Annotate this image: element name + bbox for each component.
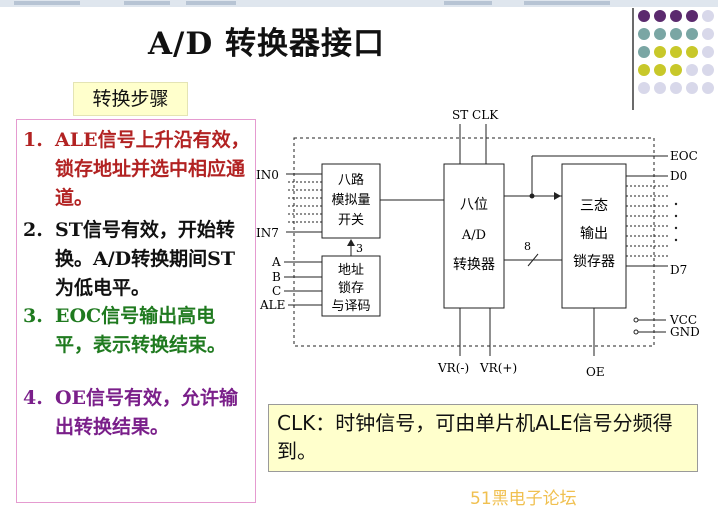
tristate-label-line: 三态 — [580, 198, 608, 214]
decor-dot — [670, 10, 682, 22]
decor-dot — [686, 28, 698, 40]
top-strip-segment — [124, 1, 170, 5]
decor-dot — [686, 82, 698, 94]
slide-title: A/D 转换器接口 — [148, 26, 386, 62]
decor-dot — [702, 82, 714, 94]
decor-dot — [686, 64, 698, 76]
select-bus-count: 3 — [356, 242, 363, 255]
vcc-terminal — [633, 317, 639, 323]
chip-boundary — [293, 137, 655, 347]
d7-label: D7 — [670, 263, 687, 277]
select-bus-arrowhead — [347, 239, 355, 246]
st-clk-label: ST CLK — [452, 108, 499, 122]
decor-dot — [686, 10, 698, 22]
steps-label: 转换步骤 — [73, 82, 188, 116]
step-text: EOC信号输出高电平，表示转换结束。 — [55, 305, 227, 356]
in7-label: IN7 — [256, 226, 279, 240]
latch-label-line: 与译码 — [331, 299, 370, 314]
eoc-arrowhead — [554, 192, 561, 200]
decor-dot — [638, 10, 650, 22]
decor-dot-grid — [638, 10, 714, 94]
vcc-label: VCC — [669, 313, 697, 327]
latch-label-line: 锁存 — [338, 280, 364, 296]
decor-dot — [670, 46, 682, 58]
data-output-lines — [626, 175, 668, 267]
address-latch-block — [321, 255, 381, 317]
decor-dot — [638, 64, 650, 76]
tristate-label-line: 锁存器 — [573, 254, 615, 270]
adc-label-line: 转换器 — [453, 256, 495, 273]
decor-dot — [638, 46, 650, 58]
step-text: OE信号有效，允许输出转换结果。 — [55, 387, 239, 438]
step-number: 3. — [23, 305, 43, 327]
gnd-terminal — [633, 329, 639, 335]
address-input-lines — [284, 261, 322, 306]
clk-note-box: CLK：时钟信号，可由单片机ALE信号分频得到。 — [268, 404, 698, 472]
decor-dot — [654, 28, 666, 40]
step-number: 2. — [23, 219, 43, 241]
step-number: 1. — [23, 129, 43, 151]
gnd-label: GND — [670, 325, 700, 339]
decor-dot — [702, 10, 714, 22]
addr-label-ale: ALE — [259, 298, 285, 312]
decor-dot — [702, 46, 714, 58]
in0-label: IN0 — [256, 168, 279, 182]
top-strip-segment — [186, 1, 236, 5]
analog-input-lines — [286, 173, 322, 233]
step-2: 2. ST信号有效，开始转换。A/D转换期间ST为低电平。 — [23, 216, 253, 303]
data-output-ellipsis — [674, 202, 678, 242]
decor-vertical-rule — [632, 8, 634, 110]
top-strip-segment — [14, 1, 80, 5]
forum-watermark: 51黑电子论坛 — [470, 489, 577, 509]
decor-dot — [702, 64, 714, 76]
decor-dot — [638, 82, 650, 94]
mux-label-line: 开关 — [338, 213, 364, 228]
tri-state-latch-block — [561, 163, 627, 309]
d0-label: D0 — [670, 169, 687, 183]
decor-dot — [638, 28, 650, 40]
top-strip-segment — [444, 1, 492, 5]
addr-label-b: B — [272, 270, 281, 284]
step-number: 4. — [23, 387, 43, 409]
adc-block — [443, 163, 505, 309]
decor-dot — [670, 64, 682, 76]
eoc-label: EOC — [670, 149, 698, 163]
data-bus-width: 8 — [524, 240, 531, 253]
decor-dot — [654, 46, 666, 58]
window-top-strip — [0, 0, 718, 7]
decor-dot — [654, 82, 666, 94]
tristate-label-line: 输出 — [580, 226, 608, 242]
decor-dot — [670, 28, 682, 40]
top-strip-segment — [524, 1, 610, 5]
steps-panel: 1. ALE信号上升沿有效，锁存地址并选中相应通道。 2. ST信号有效，开始转… — [16, 119, 256, 503]
oe-label: OE — [586, 365, 605, 379]
step-text: ALE信号上升沿有效，锁存地址并选中相应通道。 — [55, 129, 250, 209]
step-3: 3. EOC信号输出高电平，表示转换结束。 — [23, 302, 253, 360]
data-bus-slash — [527, 253, 539, 267]
addr-label-c: C — [272, 284, 281, 298]
decor-dot — [654, 10, 666, 22]
step-text: ST信号有效，开始转换。A/D转换期间ST为低电平。 — [55, 219, 236, 299]
step-4: 4. OE信号有效，允许输出转换结果。 — [23, 384, 253, 442]
mux-label-line: 八路 — [338, 172, 364, 188]
adc-label-line: A/D — [461, 228, 486, 243]
adc-label-line: 八位 — [460, 197, 488, 213]
vr-plus-label: VR(+) — [479, 361, 517, 375]
latch-label-line: 地址 — [338, 263, 364, 278]
decor-dot — [702, 28, 714, 40]
step-1: 1. ALE信号上升沿有效，锁存地址并选中相应通道。 — [23, 126, 253, 213]
addr-label-a: A — [271, 255, 281, 269]
decor-dot — [686, 46, 698, 58]
vr-minus-label: VR(-) — [437, 361, 469, 375]
adc-block-diagram: ST CLK 八路 模拟量 开关 IN0 IN7 地址 锁存 与译码 A B C… — [256, 108, 700, 379]
decor-dot — [654, 64, 666, 76]
mux-label-line: 模拟量 — [331, 193, 370, 208]
mux-block — [321, 163, 381, 239]
decor-dot — [670, 82, 682, 94]
